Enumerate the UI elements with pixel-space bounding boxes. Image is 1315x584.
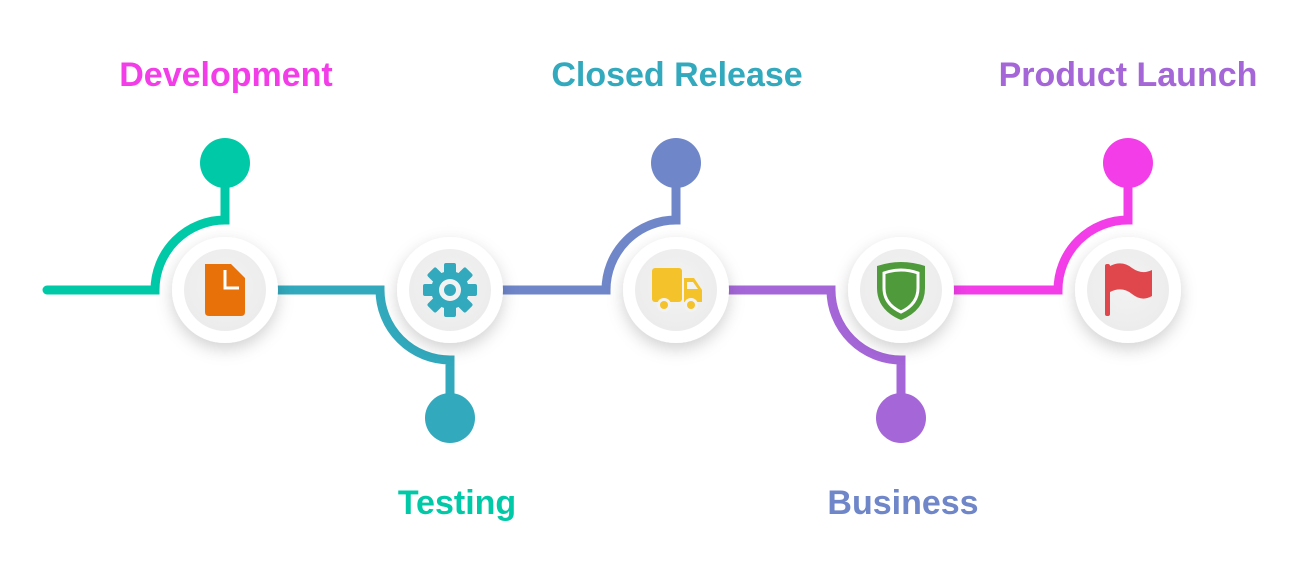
connector-segment-4 <box>706 285 906 423</box>
milestone-dot-2 <box>425 393 475 443</box>
milestone-dot-1 <box>200 138 250 188</box>
connector-segment-2 <box>255 285 455 423</box>
shield-icon <box>877 262 925 320</box>
stage-label-product-launch: Product Launch <box>998 56 1258 94</box>
stage-label-closed-release: Closed Release <box>551 56 803 94</box>
truck-icon <box>652 268 702 312</box>
document-icon <box>205 264 245 316</box>
stage-label-testing: Testing <box>397 484 517 522</box>
milestone-dot-3 <box>651 138 701 188</box>
milestone-dot-5 <box>1103 138 1153 188</box>
connector-segment-5 <box>931 158 1133 295</box>
flag-icon <box>1105 263 1152 316</box>
stage-label-business: Business <box>827 484 979 522</box>
gear-icon <box>423 263 477 317</box>
connector-segment-1 <box>42 158 230 295</box>
milestone-dot-4 <box>876 393 926 443</box>
connector-segment-3 <box>480 158 681 295</box>
stage-label-development: Development <box>119 56 333 94</box>
